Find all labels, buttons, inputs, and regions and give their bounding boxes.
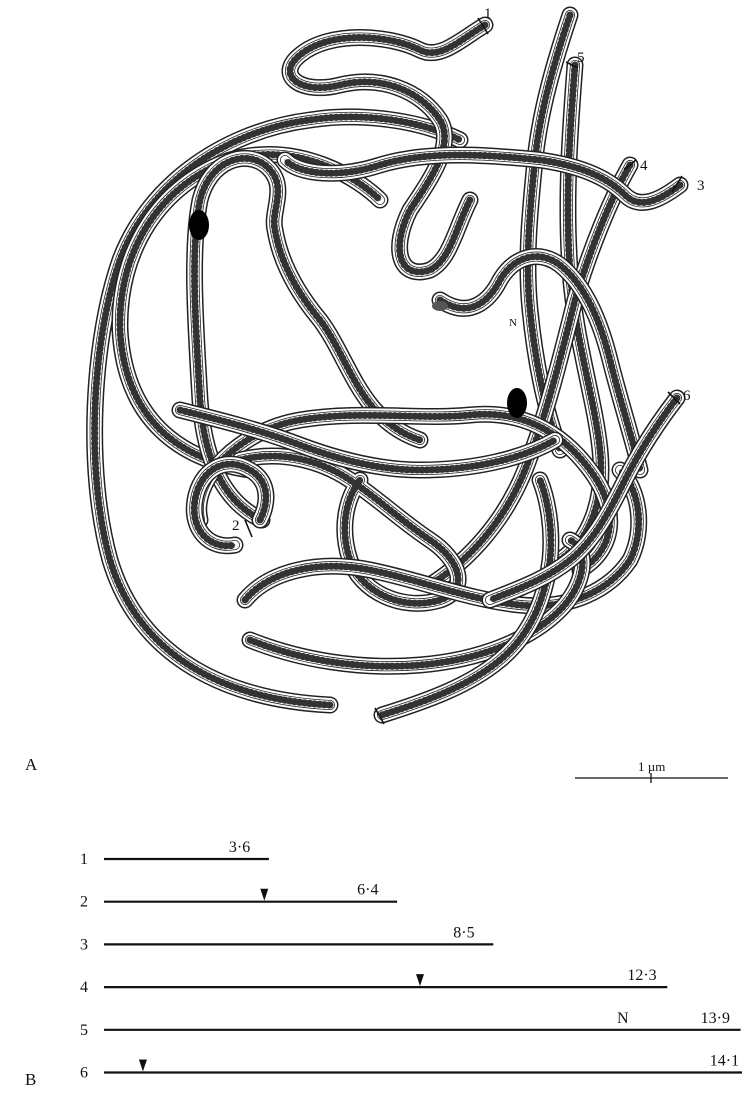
bar-number-6: 6 [80, 1065, 88, 1082]
kinetochore-marker-6 [139, 1060, 147, 1072]
bar-side-label-5: N [617, 1010, 629, 1027]
scale-bar-label: 1 µm [638, 759, 665, 774]
synaptonemal-axes [95, 15, 680, 715]
kinetochore-right [507, 388, 527, 418]
bar-number-2: 2 [80, 894, 88, 911]
bar-length-4: 12·3 [627, 967, 656, 984]
kinetochore-marker-2 [260, 889, 268, 901]
nucleolar-body [432, 301, 448, 311]
end-label-3: 3 [697, 178, 705, 194]
bar-length-5: 13·9 [701, 1010, 730, 1027]
bar-length-2: 6·4 [357, 882, 378, 899]
panel-a-spread-drawing: 1 2 3 4 5 6 N A 1 µm [25, 6, 728, 783]
scale-bar: 1 µm [575, 759, 728, 783]
end-label-5: 5 [577, 50, 585, 66]
bar-length-1: 3·6 [229, 839, 250, 856]
end-label-6: 6 [683, 388, 691, 404]
chromosome-bars: 1 3·6 2 6·4 3 8·5 4 12·3 5 13·9 N 6 14·1 [80, 839, 742, 1082]
panel-label-b: B [25, 1070, 36, 1089]
nucleolus-label: N [509, 317, 517, 329]
bar-number-4: 4 [80, 979, 88, 996]
end-label-2: 2 [232, 518, 240, 534]
end-label-1: 1 [484, 6, 492, 22]
end-label-4: 4 [640, 158, 648, 174]
bar-number-3: 3 [80, 936, 88, 953]
bar-length-6: 14·1 [710, 1053, 739, 1070]
bar-number-1: 1 [80, 851, 88, 868]
bar-length-3: 8·5 [453, 924, 474, 941]
panel-b-length-diagram: 1 3·6 2 6·4 3 8·5 4 12·3 5 13·9 N 6 14·1 B [25, 839, 742, 1089]
panel-label-a: A [25, 755, 38, 774]
bar-number-5: 5 [80, 1022, 88, 1039]
kinetochore-marker-4 [416, 974, 424, 986]
kinetochore-left [189, 210, 209, 240]
